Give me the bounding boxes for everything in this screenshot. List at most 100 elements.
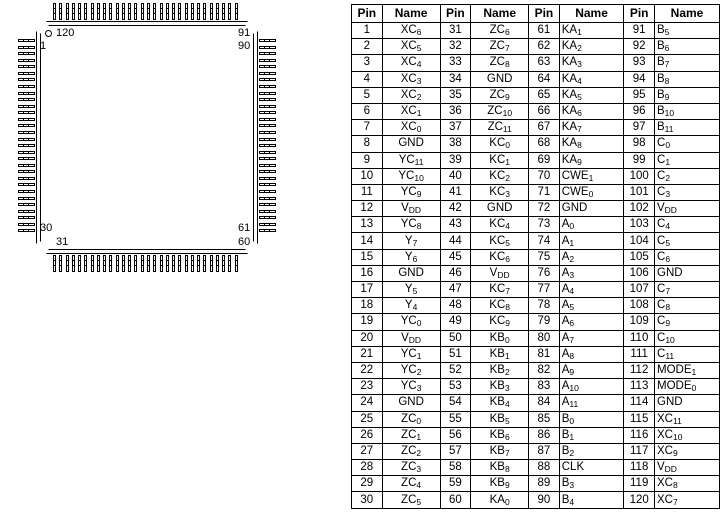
package-lead [71,3,75,20]
package-lead [259,157,276,161]
pin-number-cell: 25 [351,410,383,428]
pin-number-cell: 28 [351,459,383,477]
package-lead [259,183,276,187]
pin-number-cell: 69 [528,151,560,169]
package-lead [59,255,63,272]
pin-number-cell: 36 [439,102,472,121]
corner-label-60: 60 [238,236,251,248]
package-lead [18,216,35,220]
pin-number-cell: 85 [528,410,560,428]
package-lead [178,3,182,20]
package-lead [78,3,82,20]
corner-label-30: 30 [40,222,53,234]
pin-name-cell: XC2 [381,86,441,104]
package-lead [109,3,113,20]
pin-name-cell: A10 [558,378,625,396]
package-lead [203,255,207,272]
pin-number-cell: 45 [439,248,472,266]
corner-label-31: 31 [56,236,69,248]
package-lead [215,255,219,272]
package-lead [215,3,219,20]
pin-name-cell: KA1 [558,21,625,40]
pin-name-cell: C4 [654,216,720,234]
pin-name-cell: ZC0 [381,410,441,428]
pin-number-cell: 72 [528,200,560,218]
pin-number-cell: 39 [439,151,472,169]
package-lead [18,229,35,233]
pin-number-cell: 113 [623,378,655,396]
pin-number-cell: 116 [623,426,655,444]
package-lead [134,3,138,20]
pin-name-cell: VDD [381,200,441,218]
pin-name-cell: C5 [654,232,720,250]
package-lead [197,3,201,20]
package-lead [165,3,169,20]
pin-name-cell: Y6 [381,248,441,266]
package-lead [103,255,107,272]
pin-name-cell: GND [654,264,720,283]
package-lead [128,3,132,20]
pin-name-cell: YC3 [381,378,441,396]
pin-name-cell: ZC5 [381,491,441,509]
pin-name-cell: CWE0 [558,183,625,202]
pin-name-cell: C10 [654,329,720,347]
pin-name-cell: CLK [558,459,625,477]
package-lead [84,3,88,20]
pin-number-cell: 55 [439,410,472,428]
package-lead [259,117,276,121]
pin-name-cell: KA9 [558,151,625,169]
package-lead [153,255,157,272]
pin-number-cell: 75 [528,248,560,266]
package-lead [121,3,125,20]
pin-name-cell: GND [381,394,441,412]
package-lead [53,3,56,20]
pin-name-cell: XC6 [381,21,441,40]
pin-number-cell: 103 [623,216,655,234]
package-lead [259,190,276,194]
package-lead [18,104,35,108]
package-lead [259,150,276,154]
pin-number-cell: 23 [351,378,383,396]
pin-number-cell: 3 [351,54,383,72]
package-lead [259,124,276,128]
package-lead [18,196,35,200]
pin-name-cell: KC8 [470,297,530,315]
package-lead [18,190,35,194]
package-lead [140,3,144,20]
pin-name-cell: B10 [654,102,720,121]
pin-name-cell: C0 [654,135,720,153]
package-lead [259,137,276,141]
pin-name-cell: C1 [654,151,720,169]
pin-name-cell: XC1 [381,102,441,121]
pin-number-cell: 38 [439,135,472,153]
pin-name-cell: YC1 [381,345,441,363]
package-lead [18,130,35,134]
table-header: Pin Name Pin Name Pin Name Pin Name [351,4,720,23]
pin-name-cell: KA0 [470,491,530,509]
pin-name-cell: A11 [558,394,625,412]
package-lead [140,255,144,272]
pin-name-cell: C6 [654,248,720,266]
pin-name-cell: KB7 [470,442,530,461]
pin-number-cell: 50 [439,329,472,347]
package-lead [18,71,35,75]
package-lead [18,65,35,69]
pin-name-cell: ZC11 [470,119,530,137]
pin-name-cell: KA3 [558,54,625,72]
pin-number-cell: 97 [623,119,655,137]
package-body [36,21,258,254]
package-lead [18,58,35,62]
package-lead [18,144,35,148]
package-lead [18,52,35,56]
pin-name-cell: C9 [654,313,720,331]
pin-number-cell: 31 [439,21,472,40]
pin-number-cell: 88 [528,459,560,477]
pin-name-cell: KC2 [470,167,530,185]
pin-number-cell: 95 [623,86,655,104]
pin-number-cell: 109 [623,313,655,331]
package-lead [259,222,276,226]
